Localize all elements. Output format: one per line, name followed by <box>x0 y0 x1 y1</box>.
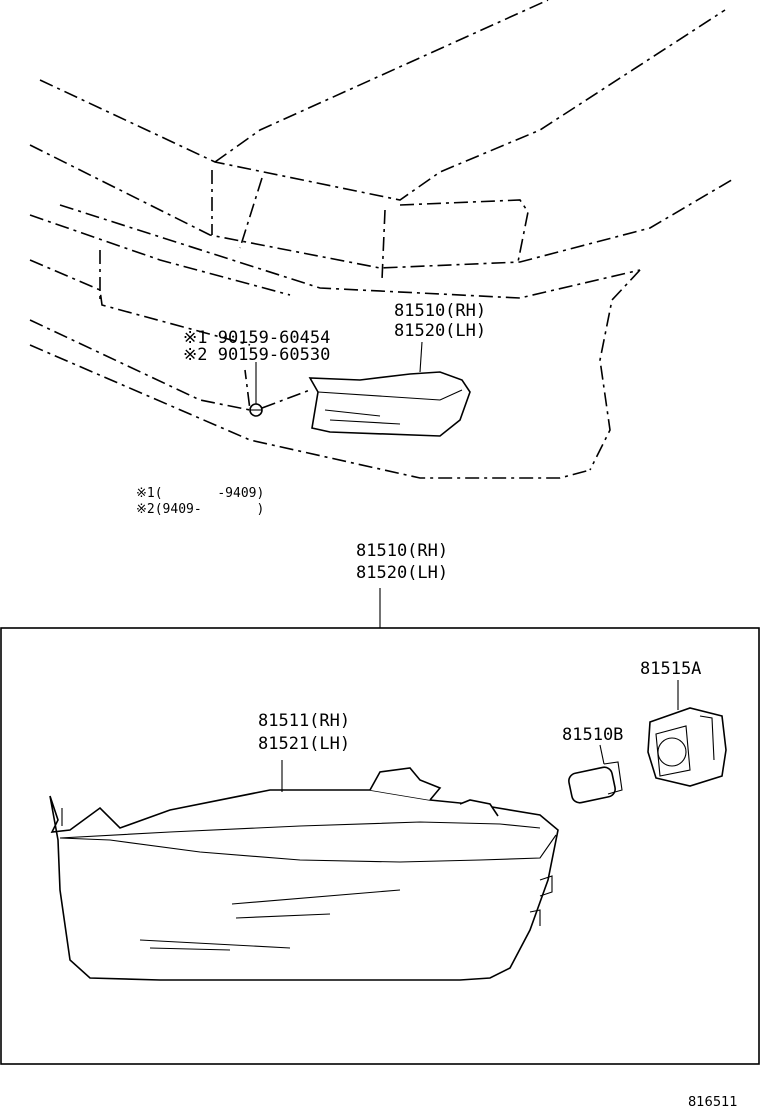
car-body-outline <box>29 0 736 479</box>
socket-icon <box>647 680 727 787</box>
note-2: ※2(9409- ) <box>136 502 264 517</box>
front-turn-lamp-installed <box>308 341 471 437</box>
lamp-lens-drawing <box>49 760 559 981</box>
bulb-icon <box>568 744 623 804</box>
upper-lamp-part-rh: 81510(RH) <box>394 301 486 321</box>
screw-icon <box>249 362 311 417</box>
assembly-part-lh: 81520(LH) <box>356 563 448 583</box>
lens-part-rh: 81511(RH) <box>258 711 350 731</box>
assembly-part-rh: 81510(RH) <box>356 541 448 561</box>
screw-part-1: ※1 90159-60454 <box>183 328 330 348</box>
bulb-part: 81510B <box>562 725 623 745</box>
screw-part-2: ※2 90159-60530 <box>183 345 330 365</box>
note-1: ※1( -9409) <box>136 486 264 501</box>
socket-part: 81515A <box>640 659 701 679</box>
assembly-frame <box>0 627 760 1065</box>
upper-lamp-part-lh: 81520(LH) <box>394 321 486 341</box>
figure-reference: 816511 <box>688 1095 738 1110</box>
lens-part-lh: 81521(LH) <box>258 734 350 754</box>
